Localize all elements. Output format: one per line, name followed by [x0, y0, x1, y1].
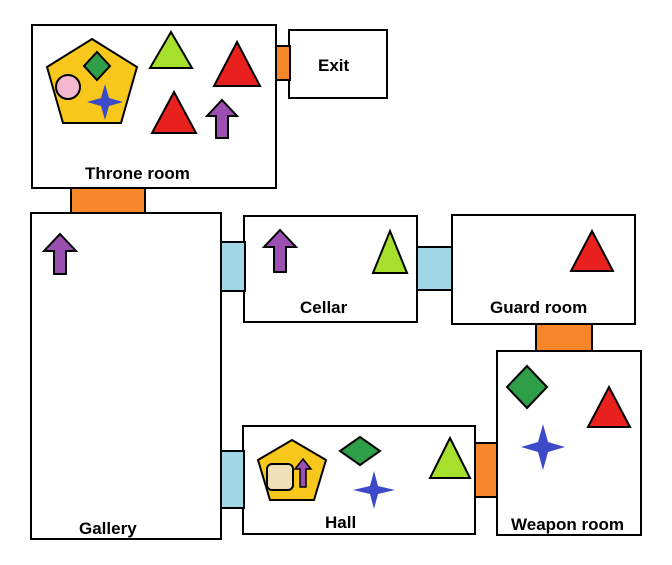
blue-star-icon[interactable] — [520, 423, 566, 471]
green-diamond-icon[interactable] — [338, 435, 382, 467]
purple-arrow-icon[interactable] — [293, 457, 313, 489]
green-triangle-icon[interactable] — [371, 228, 409, 275]
red-triangle-icon[interactable] — [569, 228, 615, 273]
guard-room-label: Guard room — [490, 298, 588, 317]
door-guard-weapon[interactable] — [535, 323, 593, 352]
hall-label: Hall — [325, 513, 357, 532]
purple-arrow-icon[interactable] — [41, 232, 79, 276]
door-throne-gallery[interactable] — [70, 187, 146, 214]
red-triangle-icon[interactable] — [150, 89, 198, 135]
door-throne-exit[interactable] — [275, 45, 291, 81]
green-diamond-icon[interactable] — [505, 364, 549, 410]
pink-circle-icon[interactable] — [54, 73, 82, 101]
beige-square-icon[interactable] — [265, 462, 295, 492]
green-triangle-icon[interactable] — [428, 435, 472, 480]
cellar-label: Cellar — [300, 298, 348, 317]
purple-arrow-icon[interactable] — [261, 228, 299, 274]
blue-star-icon[interactable] — [86, 83, 124, 121]
gallery-label: Gallery — [79, 519, 137, 538]
green-diamond-icon[interactable] — [82, 50, 112, 82]
red-triangle-icon[interactable] — [212, 39, 262, 88]
door-gallery-hall[interactable] — [220, 450, 245, 509]
door-cellar-guard[interactable] — [416, 246, 453, 291]
purple-arrow-icon[interactable] — [204, 98, 240, 140]
door-gallery-cellar[interactable] — [220, 241, 246, 292]
blue-star-icon[interactable] — [352, 470, 396, 510]
weapon-room-label: Weapon room — [511, 515, 625, 534]
door-hall-weapon[interactable] — [474, 442, 498, 498]
red-triangle-icon[interactable] — [586, 384, 632, 429]
green-triangle-icon[interactable] — [148, 30, 194, 70]
exit-label: Exit — [318, 56, 350, 75]
throne-room-label: Throne room — [85, 164, 190, 183]
